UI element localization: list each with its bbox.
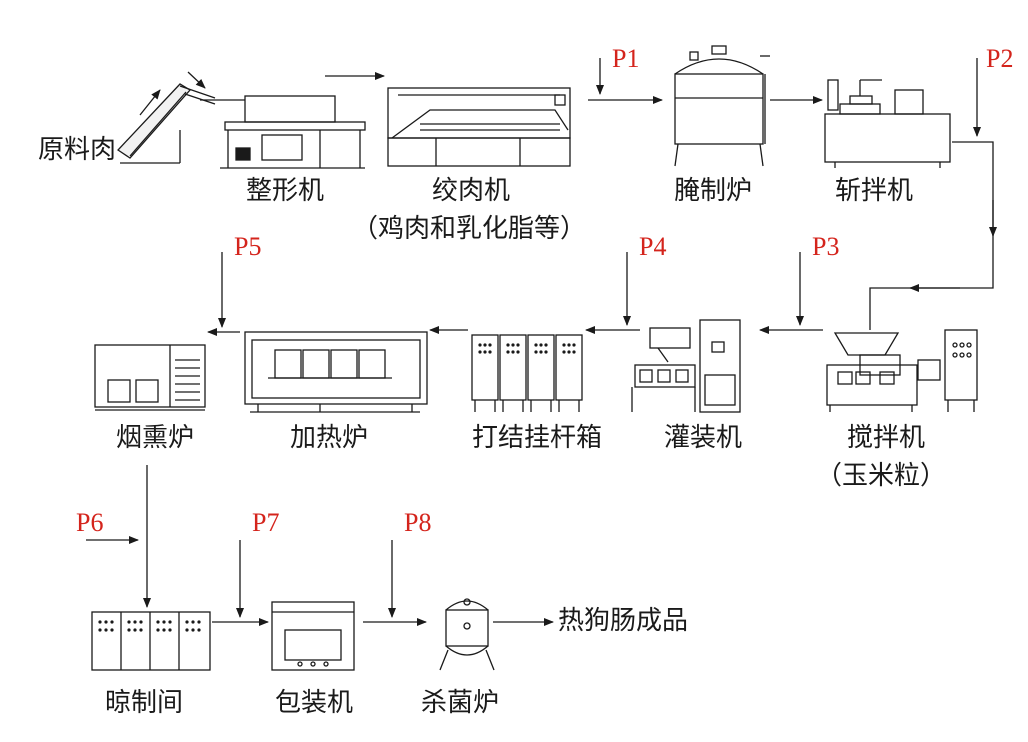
curing-tank-label: 腌制炉: [674, 176, 753, 206]
raw-material-label: 原料肉: [38, 135, 117, 165]
cooling-room-machine: [91, 611, 211, 671]
tying-cabinet-machine: [471, 334, 583, 412]
control-point-p3: P3: [812, 232, 840, 261]
chopper-label: 斩拌机: [835, 176, 914, 206]
conveyor-machine: [117, 83, 216, 164]
packer-label: 包装机: [275, 688, 354, 718]
chopper-machine: [824, 79, 951, 168]
control-point-p1: P1: [612, 44, 640, 73]
filler-machine: [631, 319, 741, 413]
mixer-machine: [826, 329, 978, 412]
grinder-note-label: （鸡肉和乳化脂等）: [352, 214, 587, 244]
tying-cabinet-label: 打结挂杆箱: [472, 423, 603, 453]
shaper-label: 整形机: [246, 176, 325, 206]
control-point-p4: P4: [639, 232, 667, 261]
grinder-label: 绞肉机: [432, 176, 511, 206]
cooling-room-dots: [98, 620, 201, 632]
tying-cabinet-dots: [478, 343, 576, 354]
curing-tank: [674, 45, 770, 167]
flow-arrows: [139, 71, 997, 626]
product-label: 热狗肠成品: [558, 606, 689, 636]
shaper-machine: [200, 95, 366, 169]
control-point-p5: P5: [234, 232, 262, 261]
control-point-p7: P7: [252, 508, 280, 537]
mixer-note-label: （玉米粒）: [816, 461, 947, 491]
filler-label: 灌装机: [664, 423, 743, 453]
smoke-oven-machine: [94, 344, 206, 411]
cooling-room-label: 晾制间: [105, 688, 184, 718]
heating-oven-machine: [244, 331, 428, 413]
control-point-p8: P8: [404, 508, 432, 537]
control-point-arrows: [86, 58, 981, 618]
smoke-oven-label: 烟熏炉: [116, 423, 195, 453]
control-point-p2: P2: [986, 44, 1014, 73]
packing-machine: [271, 601, 355, 671]
sterilizer-tank: [439, 598, 495, 671]
control-point-p6: P6: [76, 508, 104, 537]
heating-oven-label: 加热炉: [290, 423, 369, 453]
sterilizer-label: 杀菌炉: [421, 688, 500, 718]
mixer-label: 搅拌机: [847, 423, 926, 453]
grinder-machine: [387, 87, 571, 167]
